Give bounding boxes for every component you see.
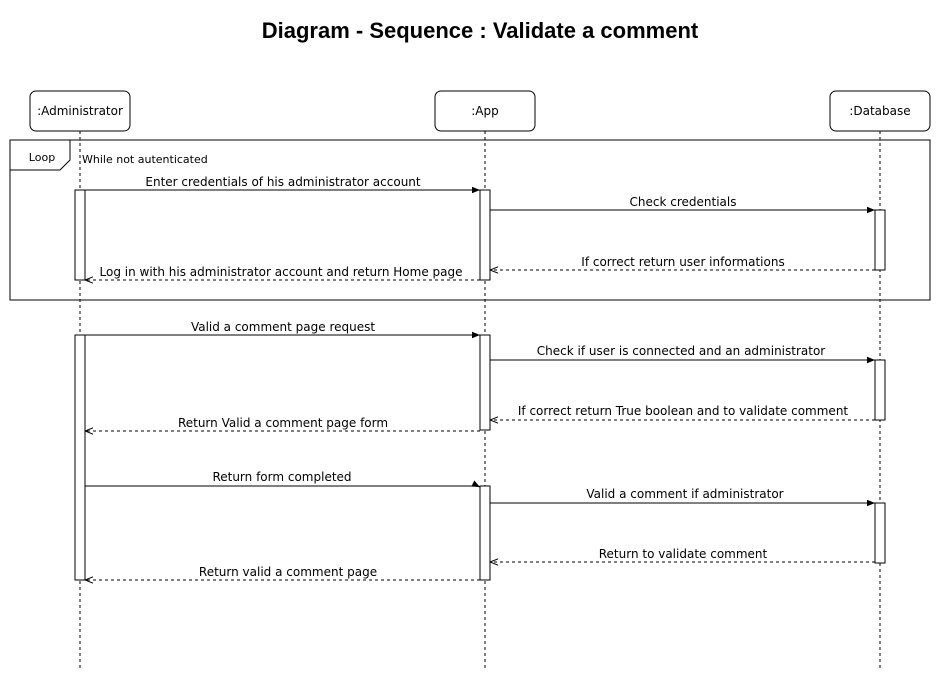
message-12: Return valid a comment page [85, 565, 480, 580]
activation-administrator-2 [74, 334, 86, 581]
participant-label: :App [471, 104, 499, 118]
message-label: Return Valid a comment page form [178, 416, 388, 430]
message-label: Check credentials [630, 195, 737, 209]
activation-database-2 [874, 359, 886, 421]
message-label: Enter credentials of his administrator a… [145, 175, 421, 189]
message-label: If correct return user informations [581, 255, 784, 269]
activation-app-2 [479, 334, 491, 431]
message-label: Return to validate comment [599, 547, 768, 561]
activation-database-3 [874, 502, 886, 564]
loop-guard: While not autenticated [82, 153, 208, 166]
activation-app-3 [479, 485, 491, 581]
diagram-title: Diagram - Sequence : Validate a comment [262, 18, 699, 43]
message-label: Log in with his administrator account an… [100, 265, 463, 279]
participant-administrator: :Administrator [29, 90, 131, 132]
message-3: If correct return user informations [490, 255, 875, 270]
message-9: Return form completed [85, 470, 481, 488]
message-2: Check credentials [490, 195, 875, 214]
activation-administrator-1 [74, 189, 86, 281]
loop-tag: Loop [29, 151, 55, 164]
loop-frame: Loop While not autenticated [9, 139, 931, 301]
message-10: Valid a comment if administrator [490, 487, 875, 507]
message-11: Return to validate comment [490, 547, 875, 562]
loop-tag-box [9, 139, 71, 171]
message-label: If correct return True boolean and to va… [518, 404, 849, 418]
activation-app-1 [479, 189, 491, 281]
message-5: Valid a comment page request [85, 320, 480, 339]
activation-database-1 [874, 209, 886, 271]
message-label: Valid a comment page request [191, 320, 375, 334]
message-1: Enter credentials of his administrator a… [85, 175, 480, 194]
message-6: Check if user is connected and an admini… [490, 344, 875, 364]
participant-label: :Administrator [37, 104, 123, 118]
message-8: Return Valid a comment page form [85, 416, 480, 431]
message-7: If correct return True boolean and to va… [490, 404, 875, 420]
message-label: Check if user is connected and an admini… [537, 344, 826, 358]
message-4: Log in with his administrator account an… [85, 265, 480, 280]
message-label: Return form completed [212, 470, 351, 484]
participant-label: :Database [849, 104, 910, 118]
message-label: Return valid a comment page [199, 565, 377, 579]
participant-database: :Database [829, 90, 931, 132]
message-label: Valid a comment if administrator [586, 487, 783, 501]
participant-app: :App [434, 90, 536, 132]
